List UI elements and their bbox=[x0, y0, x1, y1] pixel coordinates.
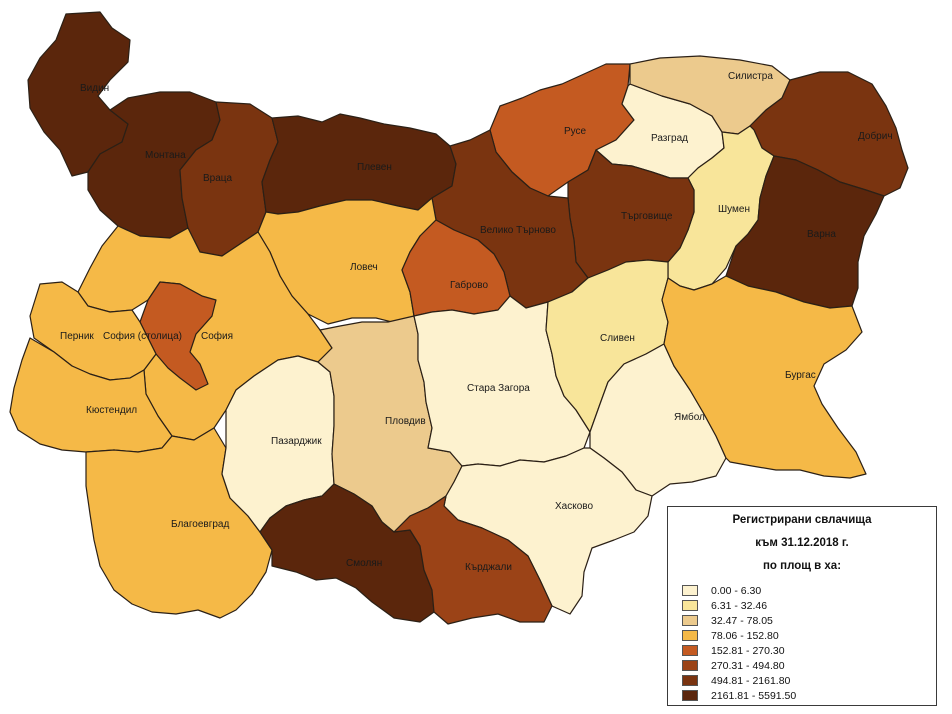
legend-item: 2161.81 - 5591.50 bbox=[682, 688, 796, 703]
label-shumen: Шумен bbox=[718, 204, 750, 215]
legend-title-line-2: към 31.12.2018 г. bbox=[755, 537, 849, 549]
legend-swatch bbox=[682, 600, 698, 611]
label-targovishte: Търговище bbox=[621, 211, 673, 222]
label-stara-zagora: Стара Загора bbox=[467, 383, 530, 394]
label-pleven: Плевен bbox=[357, 162, 392, 173]
legend-title-line-3: по площ в ха: bbox=[762, 560, 842, 572]
label-sliven: Сливен bbox=[600, 333, 635, 344]
label-yambol: Ямбол bbox=[674, 411, 705, 423]
label-dobrich: Добрич bbox=[858, 130, 893, 142]
label-varna: Варна bbox=[807, 229, 836, 240]
legend-title-line-1: Регистрирани свлачища bbox=[732, 514, 872, 526]
legend-item-label: 32.47 - 78.05 bbox=[711, 614, 773, 627]
label-veliko-tarnovo: Велико Търново bbox=[480, 225, 556, 236]
legend-item: 0.00 - 6.30 bbox=[682, 583, 796, 598]
legend-swatch bbox=[682, 660, 698, 671]
legend-swatch bbox=[682, 675, 698, 686]
label-vidin: Видин bbox=[80, 83, 109, 94]
legend-swatch bbox=[682, 645, 698, 656]
label-silistra: Силистра bbox=[728, 71, 773, 82]
region-kardzhali[interactable] bbox=[393, 495, 553, 625]
legend-item-label: 2161.81 - 5591.50 bbox=[711, 689, 797, 702]
map-legend: Регистрирани свлачища към 31.12.2018 г. … bbox=[667, 506, 937, 706]
region-burgas[interactable] bbox=[661, 275, 867, 479]
legend-item-label: 494.81 - 2161.80 bbox=[711, 674, 791, 687]
legend-swatch bbox=[682, 585, 698, 596]
legend-item: 494.81 - 2161.80 bbox=[682, 673, 796, 688]
label-lovech: Ловеч bbox=[350, 262, 378, 273]
legend-item: 6.31 - 32.46 bbox=[682, 598, 796, 613]
label-haskovo: Хасково bbox=[555, 501, 593, 512]
label-gabrovo: Габрово bbox=[450, 279, 488, 291]
label-plovdiv: Пловдив bbox=[385, 416, 426, 427]
label-razgrad: Разград bbox=[651, 133, 688, 144]
legend-item: 78.06 - 152.80 bbox=[682, 628, 796, 643]
label-sofia-capital: София (столица) bbox=[103, 330, 182, 342]
region-blagoevgrad[interactable] bbox=[85, 427, 273, 619]
legend-item: 270.31 - 494.80 bbox=[682, 658, 796, 673]
label-montana: Монтана bbox=[145, 150, 186, 161]
label-ruse: Русе bbox=[564, 126, 587, 137]
label-vratsa: Враца bbox=[203, 173, 233, 184]
legend-item: 152.81 - 270.30 bbox=[682, 643, 796, 658]
label-kyustendil: Кюстендил bbox=[86, 405, 137, 416]
legend-item-label: 152.81 - 270.30 bbox=[711, 644, 785, 657]
label-kardzhali: Кърджали bbox=[465, 562, 512, 573]
legend-item-label: 78.06 - 152.80 bbox=[711, 629, 779, 642]
legend-items: 0.00 - 6.30 6.31 - 32.46 32.47 - 78.05 7… bbox=[682, 583, 796, 703]
label-smolyan: Смолян bbox=[346, 558, 382, 569]
legend-item-label: 0.00 - 6.30 bbox=[711, 584, 762, 597]
label-sofia: София bbox=[201, 330, 233, 342]
label-pernik: Перник bbox=[60, 331, 94, 342]
legend-swatch bbox=[682, 690, 698, 701]
legend-swatch bbox=[682, 615, 698, 626]
legend-item: 32.47 - 78.05 bbox=[682, 613, 796, 628]
label-burgas: Бургас bbox=[785, 370, 816, 381]
label-pazardzhik: Пазарджик bbox=[271, 436, 322, 447]
label-blagoevgrad: Благоевград bbox=[171, 519, 229, 530]
legend-swatch bbox=[682, 630, 698, 641]
legend-item-label: 6.31 - 32.46 bbox=[711, 599, 768, 612]
legend-item-label: 270.31 - 494.80 bbox=[711, 659, 785, 672]
